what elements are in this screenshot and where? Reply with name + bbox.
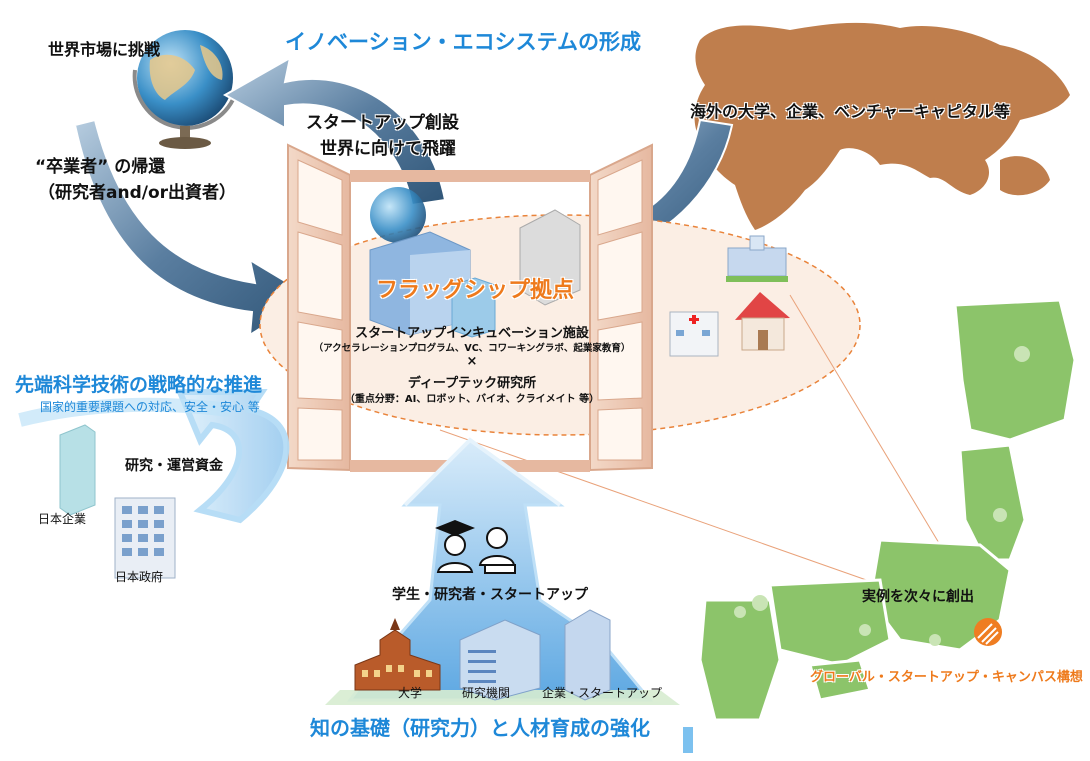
launch-label-1: スタートアップ創設 xyxy=(306,113,459,133)
challenge-label: 世界市場に挑戦 xyxy=(48,40,161,59)
university-building xyxy=(354,618,441,691)
company-startup-label: 企業・スタートアップ xyxy=(542,686,663,700)
decor-square xyxy=(683,727,693,753)
strategy-title: 先端科学技術の戦略的な推進 xyxy=(15,374,263,396)
school-icon xyxy=(726,235,788,282)
graduate-icon xyxy=(435,520,475,573)
funding-label: 研究・運営資金 xyxy=(125,458,223,474)
window-frame xyxy=(287,143,653,472)
incubation-label: スタートアップインキュベーション施設 xyxy=(355,326,589,341)
researcher-icon xyxy=(478,527,516,574)
hospital-icon xyxy=(669,311,719,357)
foundation-title: 知の基礎（研究力）と人材育成の強化 xyxy=(310,716,650,740)
examples-label: 実例を次々に創出 xyxy=(862,589,974,605)
university-label: 大学 xyxy=(398,686,423,700)
strategy-arrow xyxy=(175,389,290,524)
company-label: 日本企業 xyxy=(38,512,87,526)
building-icon xyxy=(369,209,581,338)
times-sign: × xyxy=(466,354,478,369)
japan-map-icon xyxy=(698,298,1077,722)
world-map-icon xyxy=(694,22,1070,230)
research-institute-label: 研究機関 xyxy=(462,686,511,700)
window-globe-icon xyxy=(370,187,426,243)
people-label: 学生・研究者・スタートアップ xyxy=(392,587,588,603)
research-institute-building xyxy=(459,619,541,701)
deeptech-detail: （重点分野：AI、ロボット、バイオ、クライメイト 等） xyxy=(344,394,600,405)
government-label: 日本政府 xyxy=(115,570,164,584)
overseas-label: 海外の大学、企業、ベンチャーキャピタル等 xyxy=(690,102,1010,121)
globe-icon xyxy=(132,30,237,149)
return-arrow xyxy=(73,118,312,337)
diagram-title: イノベーション・エコシステムの形成 xyxy=(285,30,641,54)
company-startup-building xyxy=(564,609,611,701)
campus-label: グローバル・スタートアップ・キャンパス構想 xyxy=(810,670,1083,685)
return-label-2: （研究者and/or出資者） xyxy=(38,183,237,203)
launch-label-2: 世界に向けて飛躍 xyxy=(320,139,456,159)
government-building xyxy=(114,497,176,579)
return-label-1: “卒業者” の帰還 xyxy=(35,157,166,177)
hub-title: フラッグシップ拠点 xyxy=(376,278,575,303)
campus-marker-icon xyxy=(974,618,1002,646)
launch-arrow xyxy=(222,56,447,207)
map-dots xyxy=(734,346,1030,646)
house-icon xyxy=(735,292,790,351)
company-building xyxy=(59,424,96,516)
incubation-detail: （アクセラレーションプログラム、VC、コワーキングラボ、起業家教育） xyxy=(313,343,631,354)
deeptech-label: ディープテック研究所 xyxy=(407,376,537,391)
strategy-subtitle: 国家的重要課題への対応、安全・安心 等 xyxy=(40,400,260,414)
